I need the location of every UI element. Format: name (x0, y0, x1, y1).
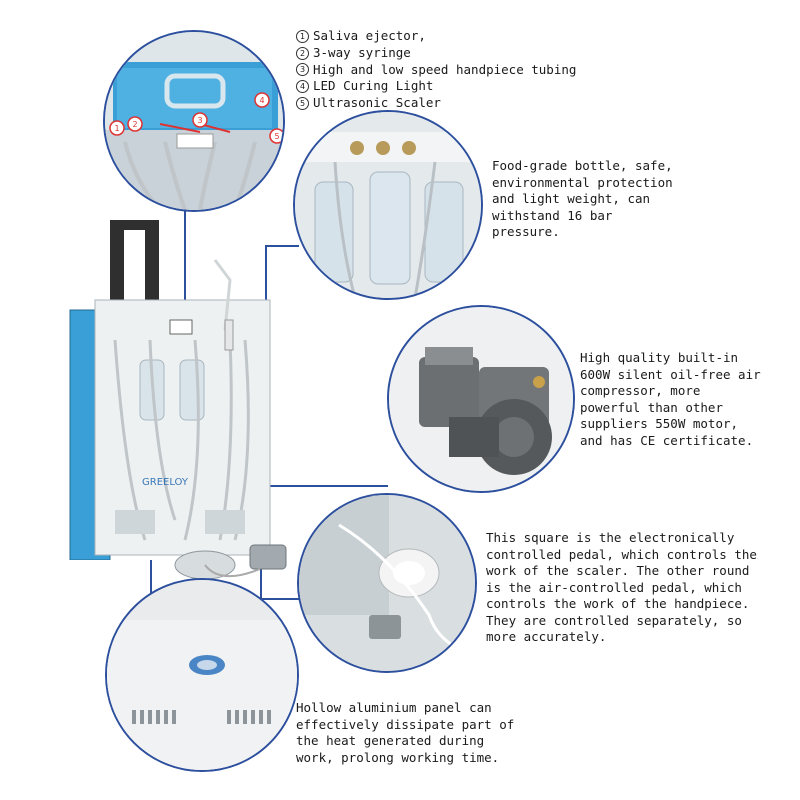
marker-4: 4 (259, 96, 264, 105)
connector-line (150, 560, 152, 620)
compressor-callout: High quality built-in 600W silent oil-fr… (580, 350, 761, 448)
connector-line (265, 245, 299, 247)
legend-label: Ultrasonic Scaler (313, 95, 441, 111)
legend-number: 2 (296, 46, 309, 60)
connector-line (213, 485, 388, 487)
legend-label: LED Curing Light (313, 78, 434, 94)
legend-number: 1 (296, 29, 309, 43)
bottle-closeup (293, 110, 483, 300)
legend-number: 3 (296, 63, 309, 77)
connector-line (260, 598, 318, 600)
legend-item: 4 LED Curing Light (296, 78, 576, 95)
marker-3: 3 (197, 116, 202, 125)
marker-1: 1 (114, 124, 119, 133)
legend-item: 2 3-way syringe (296, 45, 576, 62)
foot-pedals-illustration (174, 544, 287, 580)
connector-line (265, 245, 267, 345)
bottle-illustration (295, 112, 481, 298)
front-panel-closeup: 1 2 3 4 5 (103, 30, 285, 212)
aluminium-panel-closeup (105, 578, 299, 772)
legend-item: 3 High and low speed handpiece tubing (296, 62, 576, 79)
panel-illustration (107, 580, 297, 770)
pedal-photo-illustration (299, 495, 475, 671)
legend-number: 4 (296, 80, 309, 94)
front-panel-illustration: 1 2 3 4 5 (105, 32, 283, 210)
dental-unit-illustration: GREELOY (69, 220, 271, 560)
connector-line (184, 200, 186, 330)
connector-line (260, 565, 262, 600)
legend-label: Saliva ejector, (313, 28, 426, 43)
legend-item: 5 Ultrasonic Scaler (296, 95, 576, 112)
component-legend: 1 Saliva ejector, 2 3-way syringe 3 High an… (296, 28, 576, 112)
legend-item: 1 Saliva ejector, (296, 28, 576, 45)
marker-5: 5 (274, 132, 279, 141)
pedal-callout: This square is the electronically contro… (486, 530, 757, 644)
bottle-callout: Food-grade bottle, safe, environmental p… (492, 158, 673, 239)
brand-label: GREELOY (142, 477, 189, 488)
marker-2: 2 (132, 120, 137, 129)
panel-callout: Hollow aluminium panel can effectively d… (296, 700, 515, 765)
compressor-closeup (387, 305, 575, 493)
legend-number: 5 (296, 97, 309, 111)
pedal-closeup (297, 493, 477, 673)
compressor-illustration (389, 307, 573, 491)
legend-label: High and low speed handpiece tubing (313, 61, 577, 77)
legend-label: 3-way syringe (313, 44, 411, 60)
